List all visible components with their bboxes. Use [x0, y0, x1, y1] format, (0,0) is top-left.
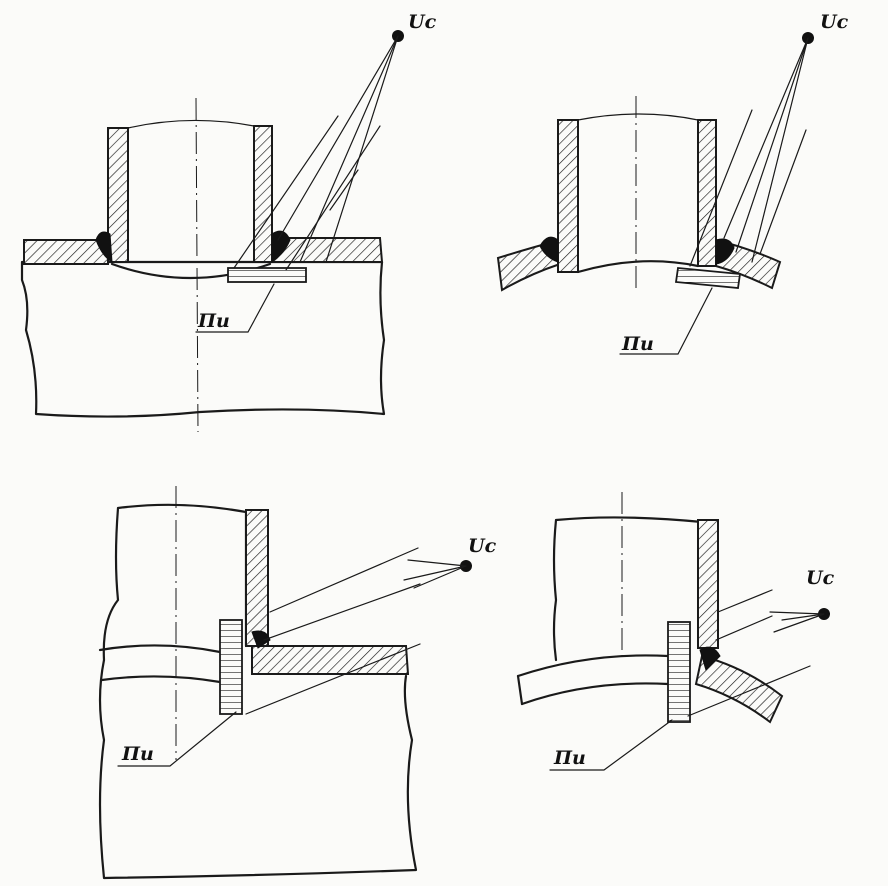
- shell-rim-bottom: [100, 675, 222, 684]
- shell-rim-top: [98, 644, 222, 654]
- ray-long: [285, 125, 381, 271]
- ray-long: [233, 115, 339, 269]
- ray: [773, 613, 825, 633]
- source-label: Uc: [468, 535, 497, 557]
- film-cassette: [219, 619, 243, 715]
- ray-long: [263, 583, 421, 641]
- ray: [751, 37, 809, 263]
- ray: [403, 565, 467, 581]
- film-cassette: [667, 621, 691, 723]
- ray: [781, 613, 825, 621]
- ray: [735, 37, 809, 253]
- vessel-body: [20, 260, 386, 418]
- vessel-body: [98, 503, 418, 880]
- film-leader: [549, 719, 673, 771]
- film-cassette: [674, 267, 742, 289]
- weld: [251, 630, 271, 649]
- ray: [413, 565, 467, 589]
- weld-right: [715, 238, 735, 265]
- ray-long: [715, 615, 773, 641]
- ray-long: [759, 129, 807, 255]
- shell-plate-left: [23, 239, 109, 265]
- nozzle-top-edge: [127, 119, 255, 129]
- ray-long: [269, 547, 419, 613]
- nozzle-wall-right: [253, 125, 273, 263]
- film-label: Пи: [621, 333, 654, 355]
- ray: [325, 35, 399, 263]
- film-leader: [619, 287, 713, 355]
- nozzle-wall: [245, 509, 269, 647]
- ray-long: [717, 589, 773, 613]
- shell-left-bottom: [520, 682, 670, 706]
- source-label: Uc: [408, 11, 437, 33]
- film-leader: [117, 711, 237, 767]
- panel-bottom-right: Пи Uc: [516, 492, 835, 771]
- ray-long: [329, 169, 359, 211]
- shell-right: [694, 654, 784, 724]
- film-label: Пи: [553, 747, 586, 769]
- source-label: Uc: [806, 567, 835, 589]
- ray: [407, 559, 467, 567]
- panel-top-left: Пи Uc: [20, 11, 437, 433]
- ray: [277, 35, 399, 241]
- shell-left-top: [516, 654, 670, 678]
- nozzle-wall: [697, 519, 719, 649]
- ray-long: [689, 109, 753, 267]
- film-cassette: [227, 267, 307, 283]
- shell-plate: [251, 645, 410, 675]
- vessel-body: [552, 516, 704, 662]
- film-leader: [195, 283, 275, 333]
- ray: [723, 37, 809, 239]
- weld-right: [271, 230, 291, 263]
- film-label: Пи: [121, 743, 154, 765]
- film-label: Пи: [197, 310, 230, 332]
- panel-top-right: Пи Uc: [496, 11, 849, 355]
- centerline: [195, 97, 199, 433]
- weld-left: [539, 236, 559, 263]
- nozzle-wall-right: [697, 119, 717, 267]
- source-label: Uc: [820, 11, 849, 33]
- nozzle-top-edge: [577, 113, 699, 121]
- nozzle-bottom-curve: [576, 260, 700, 274]
- weld: [699, 646, 721, 671]
- ray-long: [687, 665, 811, 717]
- weld-left: [95, 231, 113, 263]
- ray: [769, 611, 825, 615]
- nozzle-wall-left: [557, 119, 579, 273]
- ray-long: [245, 643, 421, 715]
- panel-bottom-left: Пи Uc: [98, 486, 497, 880]
- shell-left-cap: [516, 674, 524, 706]
- nozzle-wall-left: [107, 127, 129, 263]
